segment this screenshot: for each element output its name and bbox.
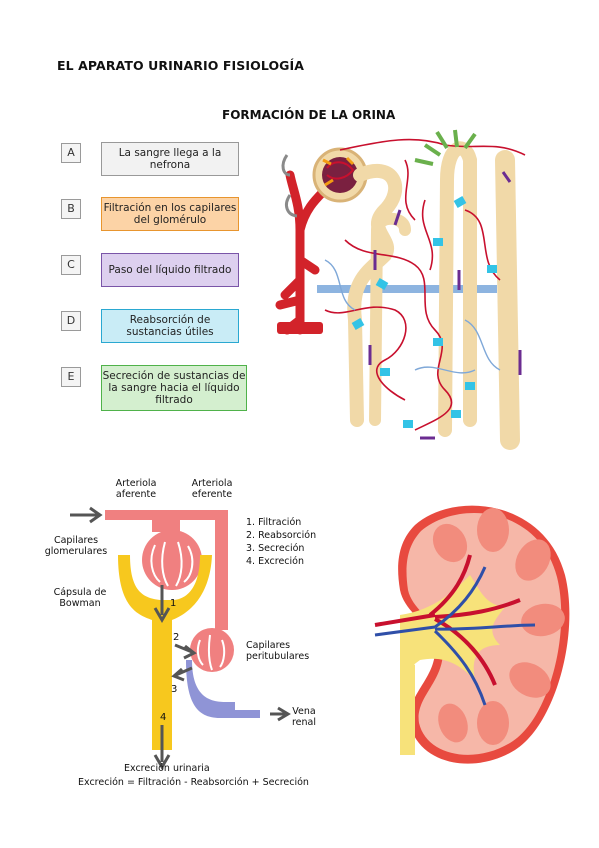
label-capilares-peritubulares: Capilares peritubulares	[246, 640, 310, 662]
legend-letter-b: B	[61, 199, 81, 219]
step-3: 3. Secreción	[246, 543, 305, 554]
renal-pelvis	[400, 575, 505, 680]
efferent-arteriole	[170, 510, 228, 630]
cyan-arrows	[351, 196, 497, 428]
artery-base	[277, 322, 323, 334]
formula: Excreción = Filtración - Reabsorción + S…	[78, 777, 309, 788]
section-title: FORMACIÓN DE LA ORINA	[222, 108, 396, 122]
afferent-arteriole	[105, 510, 170, 532]
orange-arrows	[322, 156, 355, 187]
peritubular-circle	[190, 628, 234, 672]
glomerulus-circle	[142, 530, 202, 590]
arrow-number-2: 2	[173, 632, 179, 643]
arrow-number-4: 4	[160, 712, 166, 723]
page-title: EL APARATO URINARIO FISIOLOGÍA	[57, 58, 305, 73]
renal-pyramids	[432, 508, 565, 745]
legend-text-a: La sangre llega a la nefrona	[118, 147, 222, 171]
legend-text-d: Reabsorción de sustancias útiles	[126, 314, 214, 338]
label-excrecion-urinaria: Excreción urinaria	[124, 763, 210, 774]
label-capsula-bowman: Cápsula de Bowman	[53, 587, 107, 609]
step-1: 1. Filtración	[246, 517, 302, 528]
blue-vessel	[317, 285, 497, 293]
legend-box-c: Paso del líquido filtrado	[101, 253, 239, 287]
artery-tree	[275, 170, 328, 335]
legend-letter-d: D	[61, 311, 81, 331]
step-2: 2. Reabsorción	[246, 530, 317, 541]
label-arteriola-eferente: Arteriola eferente	[191, 478, 233, 500]
green-arrows	[414, 129, 477, 166]
bowman-capsule	[118, 555, 212, 750]
collecting-duct	[495, 150, 520, 450]
distal-tubule	[438, 141, 477, 437]
loop-ascending	[369, 212, 411, 426]
legend-box-a: La sangre llega a la nefrona	[101, 142, 239, 176]
arrow-number-3: 3	[171, 684, 177, 695]
nephron-schematic: 1 2 3 4	[70, 506, 291, 770]
legend-letter-e: E	[61, 367, 81, 387]
nephron-illustration	[275, 129, 526, 450]
renal-vein	[374, 566, 536, 706]
kidney-illustration	[374, 505, 570, 764]
legend-box-d: Reabsorción de sustancias útiles	[101, 309, 239, 343]
label-vena-renal: Vena renal	[291, 706, 317, 728]
label-arteriola-aferente: Arteriola aferente	[115, 478, 157, 500]
renal-artery	[374, 554, 521, 686]
legend-letter-a: A	[61, 143, 81, 163]
vein	[186, 660, 260, 718]
legend-text-b: Filtración en los capilares del glomérul…	[103, 202, 237, 226]
legend-box-e: Secreción de sustancias de la sangre hac…	[101, 365, 247, 411]
purple-arrows	[368, 171, 522, 440]
legend-text-e: Secreción de sustancias de la sangre hac…	[102, 370, 246, 406]
step-4: 4. Excreción	[246, 556, 305, 567]
legend-letter-c: C	[61, 255, 81, 275]
legend-box-b: Filtración en los capilares del glomérul…	[101, 197, 239, 231]
legend-text-c: Paso del líquido filtrado	[108, 264, 232, 276]
ureter	[400, 655, 415, 755]
arrow-number-1: 1	[170, 598, 176, 609]
label-capilares-glomerulares: Capilares glomerulares	[44, 535, 108, 557]
